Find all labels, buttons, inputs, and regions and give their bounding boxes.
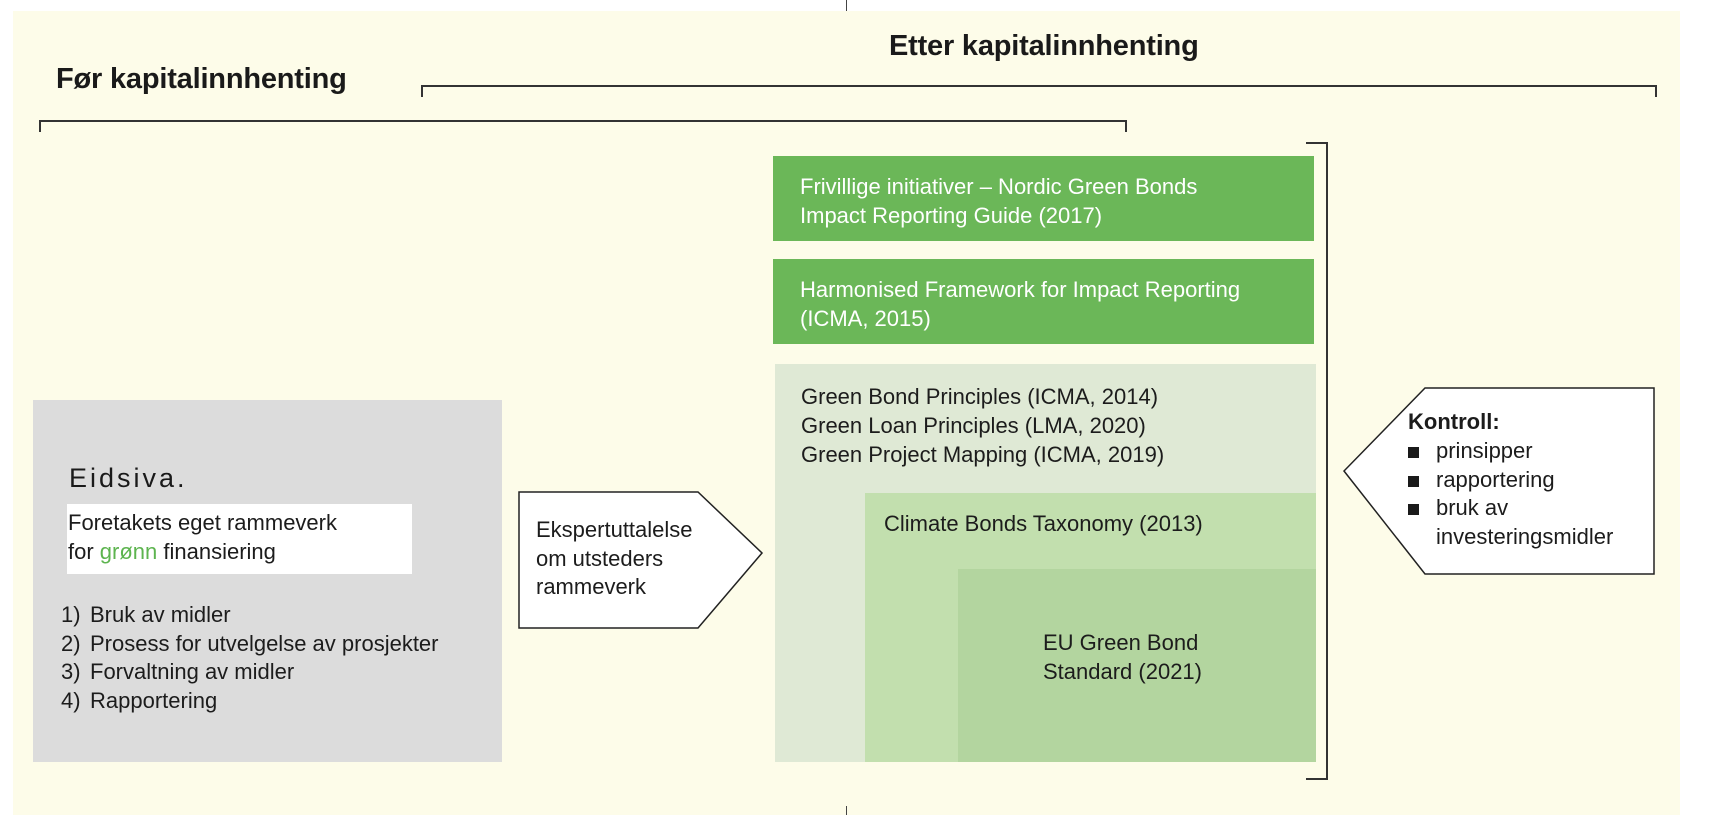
- step-label: Forvaltning av midler: [90, 659, 295, 684]
- square-bullet-icon: [1408, 437, 1436, 466]
- principle-item: Green Loan Principles (LMA, 2020): [801, 413, 1146, 438]
- expert-line-3: rammeverk: [536, 574, 647, 599]
- center-divider-top: [846, 0, 847, 11]
- control-item-line: bruk av: [1436, 495, 1509, 520]
- step-label: Rapportering: [90, 687, 218, 713]
- framework-prefix: for: [68, 539, 100, 564]
- square-bullet-icon: [1408, 466, 1436, 495]
- harmonised-framework-box: Harmonised Framework for Impact Reportin…: [773, 259, 1314, 344]
- framework-steps: 1) Bruk av midler 2) Prosess for utvelgels…: [61, 601, 439, 715]
- control-list: prinsipper rapportering bruk av investeri…: [1408, 437, 1613, 551]
- control-title: Kontroll:: [1408, 409, 1500, 434]
- principle-item: Green Bond Principles (ICMA, 2014): [801, 384, 1159, 409]
- list-item: bruk av investeringsmidler: [1408, 494, 1613, 551]
- framework-suffix: finansiering: [157, 539, 276, 564]
- control-arrow-shape: [1343, 387, 1655, 575]
- control-item-line: investeringsmidler: [1436, 523, 1614, 549]
- eu-standard-label: EU Green Bond Standard (2021): [1043, 628, 1202, 686]
- step-number: 3): [61, 659, 81, 684]
- step-number: 2): [61, 630, 81, 656]
- framework-card: Foretakets eget rammeverk for grønn fina…: [67, 504, 412, 574]
- nordic-line-1: Frivillige initiativer – Nordic Green Bo…: [800, 174, 1198, 199]
- center-divider-bottom: [846, 806, 847, 815]
- control-item-label: bruk av investeringsmidler: [1436, 494, 1613, 551]
- expert-line-1: Ekspertuttalelse: [536, 517, 693, 542]
- climate-taxonomy-label: Climate Bonds Taxonomy (2013): [884, 511, 1203, 536]
- nordic-line-2: Impact Reporting Guide (2017): [800, 203, 1103, 228]
- principles-list: Green Bond Principles (ICMA, 2014) Green…: [801, 382, 1164, 469]
- eu-line-1: EU Green Bond: [1043, 630, 1199, 655]
- after-heading: Etter kapitalinnhenting: [889, 30, 1199, 62]
- list-item: 2) Prosess for utvelgelse av prosjekter: [61, 630, 439, 659]
- square-bullet-icon: [1408, 494, 1436, 551]
- step-label: Prosess for utvelgelse av prosjekter: [90, 630, 439, 656]
- framework-line-1: Foretakets eget rammeverk: [68, 510, 337, 535]
- expert-arrow-shape: [518, 491, 764, 629]
- step-number: 4): [61, 687, 81, 713]
- control-item-label: rapportering: [1436, 466, 1555, 492]
- eu-standard-box: [958, 569, 1316, 762]
- expert-line-2: om utsteders: [536, 545, 664, 571]
- step-label: Bruk av midler: [90, 602, 231, 627]
- company-framework-box: [33, 400, 502, 762]
- company-logo: Eidsiva.: [69, 463, 188, 493]
- list-item: 1) Bruk av midler: [61, 601, 439, 630]
- before-bracket: [39, 120, 1127, 132]
- green-word: grønn: [99, 539, 158, 564]
- nordic-guide-box: Frivillige initiativer – Nordic Green Bo…: [773, 156, 1314, 241]
- control-item-label: prinsipper: [1436, 438, 1533, 463]
- harmonised-line-2: (ICMA, 2015): [800, 306, 931, 331]
- list-item: prinsipper: [1408, 437, 1613, 466]
- step-number: 1): [61, 602, 81, 627]
- after-bracket: [421, 85, 1657, 97]
- principle-item: Green Project Mapping (ICMA, 2019): [801, 442, 1165, 467]
- eu-line-2: Standard (2021): [1043, 659, 1202, 684]
- list-item: 3) Forvaltning av midler: [61, 658, 439, 687]
- harmonised-line-1: Harmonised Framework for Impact Reportin…: [800, 277, 1241, 302]
- list-item: rapportering: [1408, 466, 1613, 495]
- expert-statement: Ekspertuttalelse om utsteders rammeverk: [536, 516, 716, 602]
- before-heading: Før kapitalinnhenting: [56, 63, 347, 95]
- list-item: 4) Rapportering: [61, 687, 439, 716]
- standards-bracket: [1306, 142, 1328, 780]
- framework-line-2: for grønn finansiering: [68, 537, 412, 566]
